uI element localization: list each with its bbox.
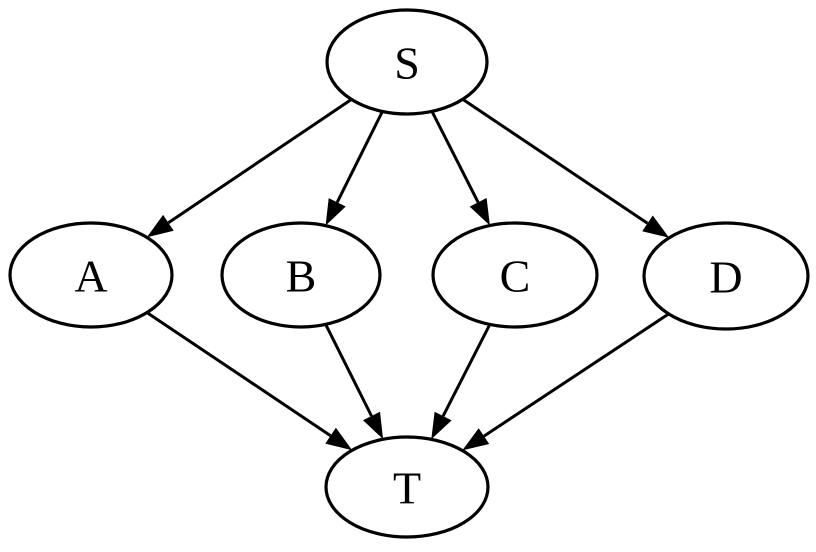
node-B-label: B xyxy=(286,250,317,301)
node-D: D xyxy=(642,221,810,331)
arrowhead-icon-S-A xyxy=(146,214,174,238)
arrowhead-icon-S-D xyxy=(642,215,670,238)
arrowhead-icon-S-B xyxy=(325,198,346,226)
arrowhead-icon-C-T xyxy=(431,411,452,440)
node-C-ellipse xyxy=(431,221,599,329)
edge-S-C xyxy=(430,110,480,203)
node-D-label: D xyxy=(709,251,742,302)
arrowhead-icon-B-T xyxy=(363,411,384,440)
edge-B-T xyxy=(324,323,373,417)
node-S-ellipse xyxy=(325,8,489,116)
edge-S-A xyxy=(167,98,353,225)
node-B: B xyxy=(220,221,382,329)
node-B-ellipse xyxy=(220,221,382,329)
node-D-ellipse xyxy=(642,221,810,331)
edge-S-B xyxy=(335,110,384,203)
arrowhead-icon-D-T xyxy=(462,428,490,451)
node-S-label: S xyxy=(394,37,420,88)
node-S: S xyxy=(325,8,489,116)
node-T-label: T xyxy=(393,462,421,513)
node-T: T xyxy=(324,435,490,539)
node-A-ellipse xyxy=(8,221,174,329)
edge-D-T xyxy=(483,312,670,438)
edge-S-D xyxy=(461,98,649,225)
node-C: C xyxy=(431,221,599,329)
node-A: A xyxy=(8,221,174,329)
arrowhead-icon-A-T xyxy=(325,427,353,451)
edge-C-T xyxy=(441,323,492,417)
node-T-ellipse xyxy=(324,435,490,539)
edge-A-T xyxy=(146,311,332,437)
node-C-label: C xyxy=(500,250,531,301)
arrowhead-icon-S-C xyxy=(469,198,490,226)
node-A-label: A xyxy=(74,250,107,301)
